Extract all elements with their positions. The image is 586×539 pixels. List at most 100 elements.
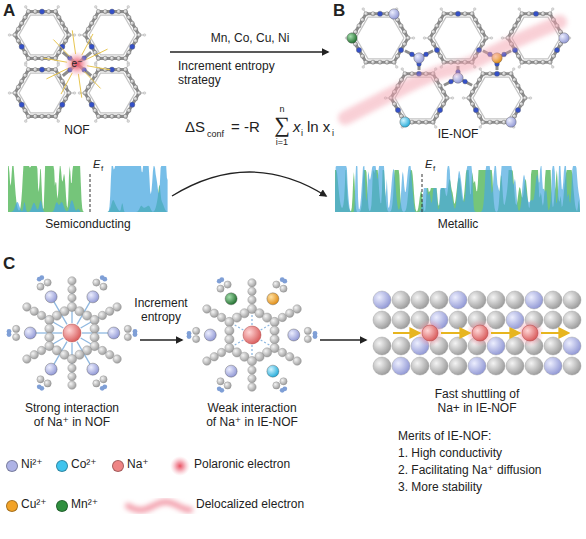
art-path xyxy=(356,17,404,59)
art-circle xyxy=(57,108,61,112)
art-circle xyxy=(67,33,71,37)
art-circle xyxy=(559,33,569,43)
art-circle xyxy=(103,114,107,118)
structure-name: NOF xyxy=(64,124,89,138)
art-line xyxy=(320,339,366,340)
art-circle xyxy=(64,39,68,43)
art-circle xyxy=(509,30,513,34)
merit-item: 3. More stability xyxy=(398,481,482,495)
formula-subscript: i xyxy=(301,128,303,138)
art-circle xyxy=(117,56,121,60)
art-circle xyxy=(501,37,504,40)
art-circle xyxy=(123,114,127,118)
art-circle xyxy=(64,27,68,31)
art-circle xyxy=(449,357,467,375)
art-circle xyxy=(117,114,121,118)
art-circle xyxy=(90,21,94,25)
art-circle xyxy=(16,39,20,43)
art-circle xyxy=(89,44,94,49)
art-circle xyxy=(544,291,562,309)
panel-letter: A xyxy=(3,1,15,21)
art-circle xyxy=(96,10,100,14)
art-circle xyxy=(90,333,99,342)
art-circle xyxy=(26,114,30,118)
art-circle xyxy=(37,346,45,354)
art-circle xyxy=(13,91,17,95)
art-circle xyxy=(109,9,114,14)
art-circle xyxy=(86,97,90,101)
art-circle xyxy=(373,337,391,355)
art-circle xyxy=(45,363,57,375)
art-circle xyxy=(37,376,44,383)
electron-symbol: e⁻ xyxy=(72,58,83,70)
art-circle xyxy=(304,327,311,334)
legend-text: Polaronic electron xyxy=(194,458,290,472)
art-circle xyxy=(522,325,538,341)
art-line xyxy=(44,58,68,62)
art-circle xyxy=(551,8,554,11)
art-circle xyxy=(57,15,61,19)
art-circle xyxy=(93,279,100,286)
art-line xyxy=(441,332,469,334)
art-circle xyxy=(474,84,478,88)
art-circle xyxy=(225,326,234,335)
art-circle xyxy=(217,378,224,385)
legend-text: Na⁺ xyxy=(127,458,149,472)
art-circle xyxy=(278,313,286,321)
art-circle xyxy=(37,277,42,282)
art-circle xyxy=(26,10,30,14)
art-circle xyxy=(68,364,76,372)
art-circle xyxy=(134,85,138,89)
art-circle xyxy=(33,10,37,14)
art-line xyxy=(46,68,68,79)
art-circle xyxy=(78,34,81,37)
art-line xyxy=(541,332,568,334)
art-circle xyxy=(506,357,524,375)
polaronic-electron-sample xyxy=(170,456,190,476)
art-circle xyxy=(64,97,68,101)
art-circle xyxy=(392,291,410,309)
art-line xyxy=(84,71,101,88)
art-circle xyxy=(509,72,513,76)
art-circle xyxy=(512,68,515,71)
legend-text: Cu²⁺ xyxy=(21,498,47,512)
art-circle xyxy=(519,102,523,106)
legend-text: Ni²⁺ xyxy=(21,458,43,472)
art-circle xyxy=(248,296,256,304)
art-circle xyxy=(440,8,443,11)
art-circle xyxy=(40,114,44,118)
art-circle xyxy=(280,388,285,393)
art-circle xyxy=(67,355,76,364)
art-circle xyxy=(431,30,435,34)
art-circle xyxy=(449,291,467,309)
art-path xyxy=(473,77,521,119)
arrow-label: Increment entropy xyxy=(126,297,196,325)
art-line xyxy=(61,73,72,94)
art-circle xyxy=(544,311,562,329)
art-circle xyxy=(371,60,375,64)
art-circle xyxy=(398,48,403,53)
art-circle xyxy=(267,293,279,305)
art-circle xyxy=(516,84,520,88)
art-circle xyxy=(8,92,11,95)
art-circle xyxy=(37,384,42,389)
art-circle xyxy=(143,92,146,95)
art-circle xyxy=(210,353,218,361)
art-circle xyxy=(520,60,524,64)
art-circle xyxy=(541,12,545,16)
art-circle xyxy=(563,337,581,355)
art-circle xyxy=(449,311,467,329)
art-circle xyxy=(267,365,279,377)
art-circle xyxy=(106,351,114,359)
art-g xyxy=(373,291,581,375)
art-circle xyxy=(137,91,141,95)
art-circle xyxy=(127,120,130,123)
art-circle xyxy=(204,329,216,341)
art-circle xyxy=(402,42,406,46)
plot-caption: Metallic xyxy=(438,218,479,232)
art-circle xyxy=(554,48,559,53)
art-circle xyxy=(217,348,225,356)
art-path xyxy=(172,172,326,196)
art-circle xyxy=(103,10,107,14)
merits-heading: Merits of IE-NOF: xyxy=(398,430,491,444)
